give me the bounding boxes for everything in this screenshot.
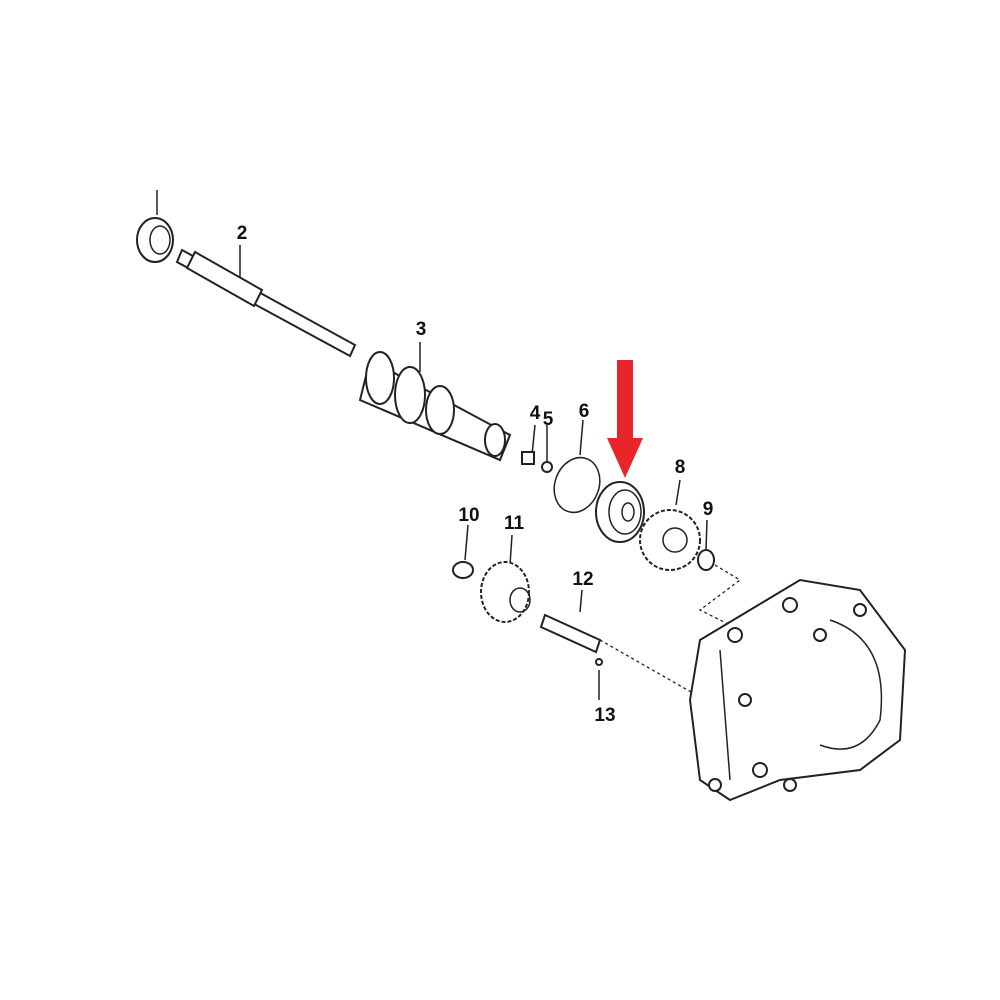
idler-shaft [539,613,602,654]
gear-cluster [358,351,512,462]
circlip [553,456,601,514]
leader-line-9 [705,519,708,551]
ball [595,658,603,666]
leader-line-8 [675,479,681,506]
part-label-4: 4 [529,403,541,424]
main-shaft [175,248,357,358]
needle-bearing [136,217,174,263]
leader-line-6 [579,419,584,456]
leader-line-12 [579,589,583,613]
part-label-13: 13 [594,705,616,726]
bolt [521,451,535,465]
transmission-housing [688,578,907,802]
part-label-3: 3 [415,319,427,340]
assembly-line-9 [698,564,742,631]
part-label-12: 12 [572,569,594,590]
part-label-5: 5 [542,409,554,430]
leader-line-10 [464,524,469,561]
part-label-9: 9 [702,499,714,520]
thrust-washer [452,561,474,579]
highlight-arrow [607,360,643,478]
assembly-line-12 [599,639,706,701]
gear [639,509,701,571]
part-label-10: 10 [458,505,480,526]
part-label-8: 8 [674,457,686,478]
washer [697,549,715,571]
leader-line-4 [531,424,536,456]
ball-bearing [595,481,645,543]
washer-small [541,461,553,473]
leader-line-11 [509,534,513,566]
part-label-11: 11 [503,513,525,534]
part-label-6: 6 [578,401,590,422]
part-label-2: 2 [236,223,248,244]
idler-gear [480,561,531,623]
